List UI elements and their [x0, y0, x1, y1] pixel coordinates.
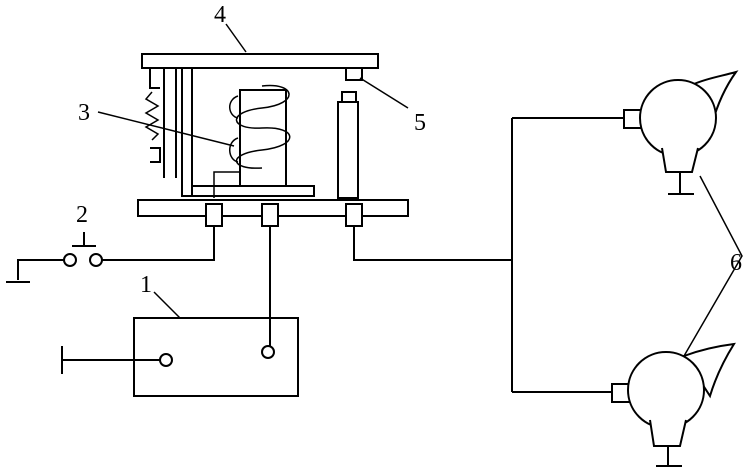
- horn-upper-bracket: [661, 147, 699, 173]
- battery-body: [133, 317, 299, 397]
- label-push-button: 2: [76, 202, 88, 228]
- contact-support: [337, 101, 359, 199]
- leader-4: [225, 23, 247, 53]
- push-button-circuit: [6, 226, 215, 283]
- horn-upper-body: [639, 79, 717, 157]
- coil-winding: [235, 84, 291, 169]
- leader-5: [359, 77, 409, 109]
- horn-lower-body: [627, 351, 705, 429]
- horn-upper-mount: [668, 172, 694, 195]
- horn-bus-wire: [511, 117, 624, 393]
- leader-1: [153, 291, 181, 319]
- moving-contact: [345, 67, 363, 81]
- leader-6: [683, 175, 743, 357]
- button-ground-wire: [17, 259, 64, 280]
- terminal-horn: [345, 203, 363, 227]
- horn-lower: [611, 342, 736, 467]
- return-spring: [144, 91, 160, 141]
- coil-core: [239, 89, 287, 187]
- wire-to-button: [102, 226, 215, 261]
- horn-lower-bracket: [649, 419, 687, 447]
- push-button: [72, 232, 96, 247]
- yoke-bracket: [149, 68, 161, 163]
- horn-lower-trumpet: [682, 342, 736, 399]
- coil-lead: [213, 171, 240, 198]
- wire-relay-to-horns: [353, 226, 512, 261]
- label-contacts: 5: [414, 110, 426, 136]
- yoke-frame: [181, 67, 193, 197]
- battery-ground: [61, 346, 160, 374]
- button-contact-left: [63, 253, 77, 267]
- coil-winding-back: [229, 95, 239, 163]
- terminal-button: [205, 203, 223, 227]
- label-horns: 6: [730, 250, 742, 276]
- armature-hinge: [163, 68, 177, 178]
- terminal-battery: [261, 203, 279, 227]
- label-battery: 1: [140, 272, 152, 298]
- horn-lower-mount: [656, 446, 682, 467]
- armature-plate: [141, 53, 379, 69]
- button-contact-right: [89, 253, 103, 267]
- battery-terminal-positive: [261, 345, 275, 359]
- battery-terminal-negative: [159, 353, 173, 367]
- relay: [137, 53, 409, 227]
- yoke-bottom: [191, 68, 315, 197]
- label-armature: 4: [214, 2, 226, 28]
- battery: [61, 226, 299, 397]
- leader-3: [97, 111, 235, 147]
- label-coil: 3: [78, 100, 90, 126]
- fixed-contact: [341, 91, 357, 103]
- horn-upper: [623, 70, 739, 195]
